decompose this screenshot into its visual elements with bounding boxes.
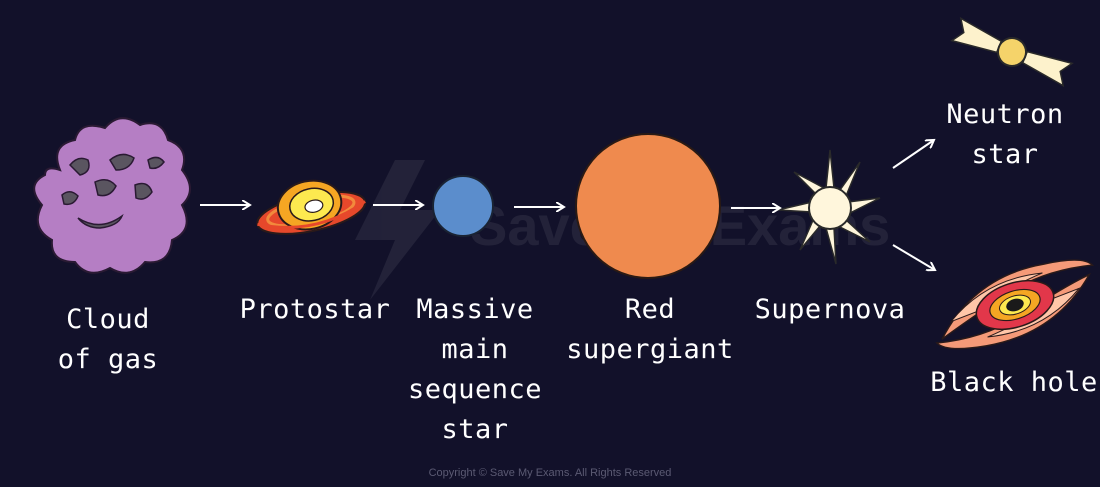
label-protostar: Protostar bbox=[239, 294, 391, 325]
label-black-hole: Black hole bbox=[930, 367, 1098, 398]
label-supernova: Supernova bbox=[754, 294, 906, 325]
main-sequence-star-illustration bbox=[432, 175, 494, 237]
black-hole-illustration bbox=[935, 259, 1095, 350]
protostar-illustration bbox=[256, 179, 367, 235]
arrow-supernova-to-neutron-star bbox=[892, 140, 934, 169]
arrow-supernova-to-black-hole bbox=[892, 244, 935, 270]
copyright-notice: Copyright © Save My Exams. All Rights Re… bbox=[428, 467, 672, 479]
red-supergiant-illustration bbox=[575, 133, 721, 279]
gas-cloud-illustration bbox=[33, 117, 191, 274]
supernova-illustration bbox=[777, 149, 881, 265]
neutron-star-illustration bbox=[950, 16, 1074, 88]
